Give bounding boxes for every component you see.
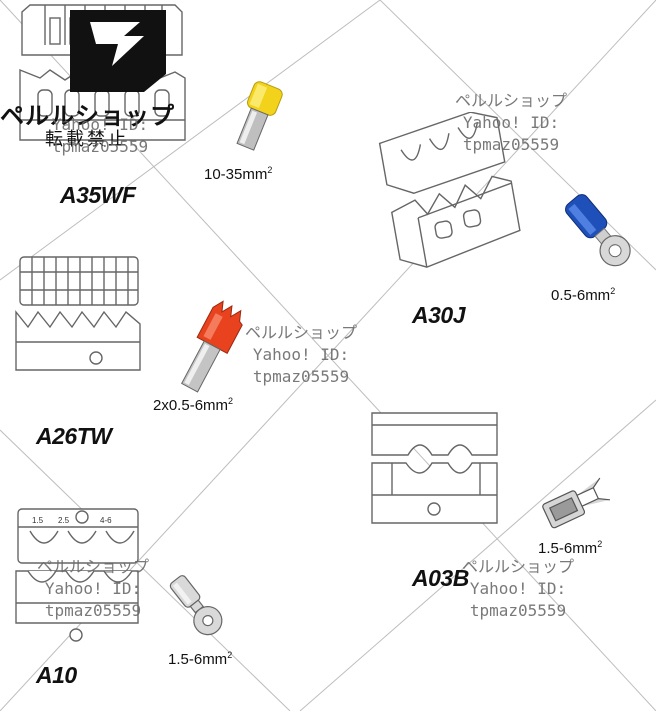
model-label-a35wf: A35WF <box>60 182 136 208</box>
spec-label-a35wf: 10-35mm2 <box>204 165 273 184</box>
yellow-ferrule-icon <box>236 81 283 151</box>
model-label-a10: A10 <box>36 662 77 688</box>
spec-label-a26tw: 2x0.5-6mm2 <box>153 396 234 415</box>
logo-seal-text: 転載禁止 <box>45 129 129 150</box>
spec-label-a03b: 1.5-6mm2 <box>538 539 603 558</box>
red-twin-ferrule-icon <box>181 300 243 393</box>
die-engraving-1: 1.5 <box>32 516 44 525</box>
flag-receptacle-icon <box>542 477 611 529</box>
die-a10-illustration: 1.5 2.5 4-6 <box>15 508 139 642</box>
shop-logo-icon <box>70 10 166 92</box>
model-label-a03b: A03B <box>412 565 469 591</box>
die-engraving-3: 4-6 <box>100 516 112 525</box>
blue-ring-terminal-icon <box>565 194 631 267</box>
die-engraving-2: 2.5 <box>58 516 70 525</box>
model-label-a30j: A30J <box>412 302 465 328</box>
model-label-a26tw: A26TW <box>36 423 112 449</box>
die-a26tw-illustration <box>15 256 141 371</box>
logo-shop-name: ペルルショップ <box>0 102 175 130</box>
die-a03b-illustration <box>371 412 498 524</box>
spec-label-a10: 1.5-6mm2 <box>168 650 233 669</box>
spec-label-a30j: 0.5-6mm2 <box>551 286 616 305</box>
die-a30j-illustration <box>378 112 521 268</box>
bare-ring-terminal-icon <box>169 575 223 636</box>
